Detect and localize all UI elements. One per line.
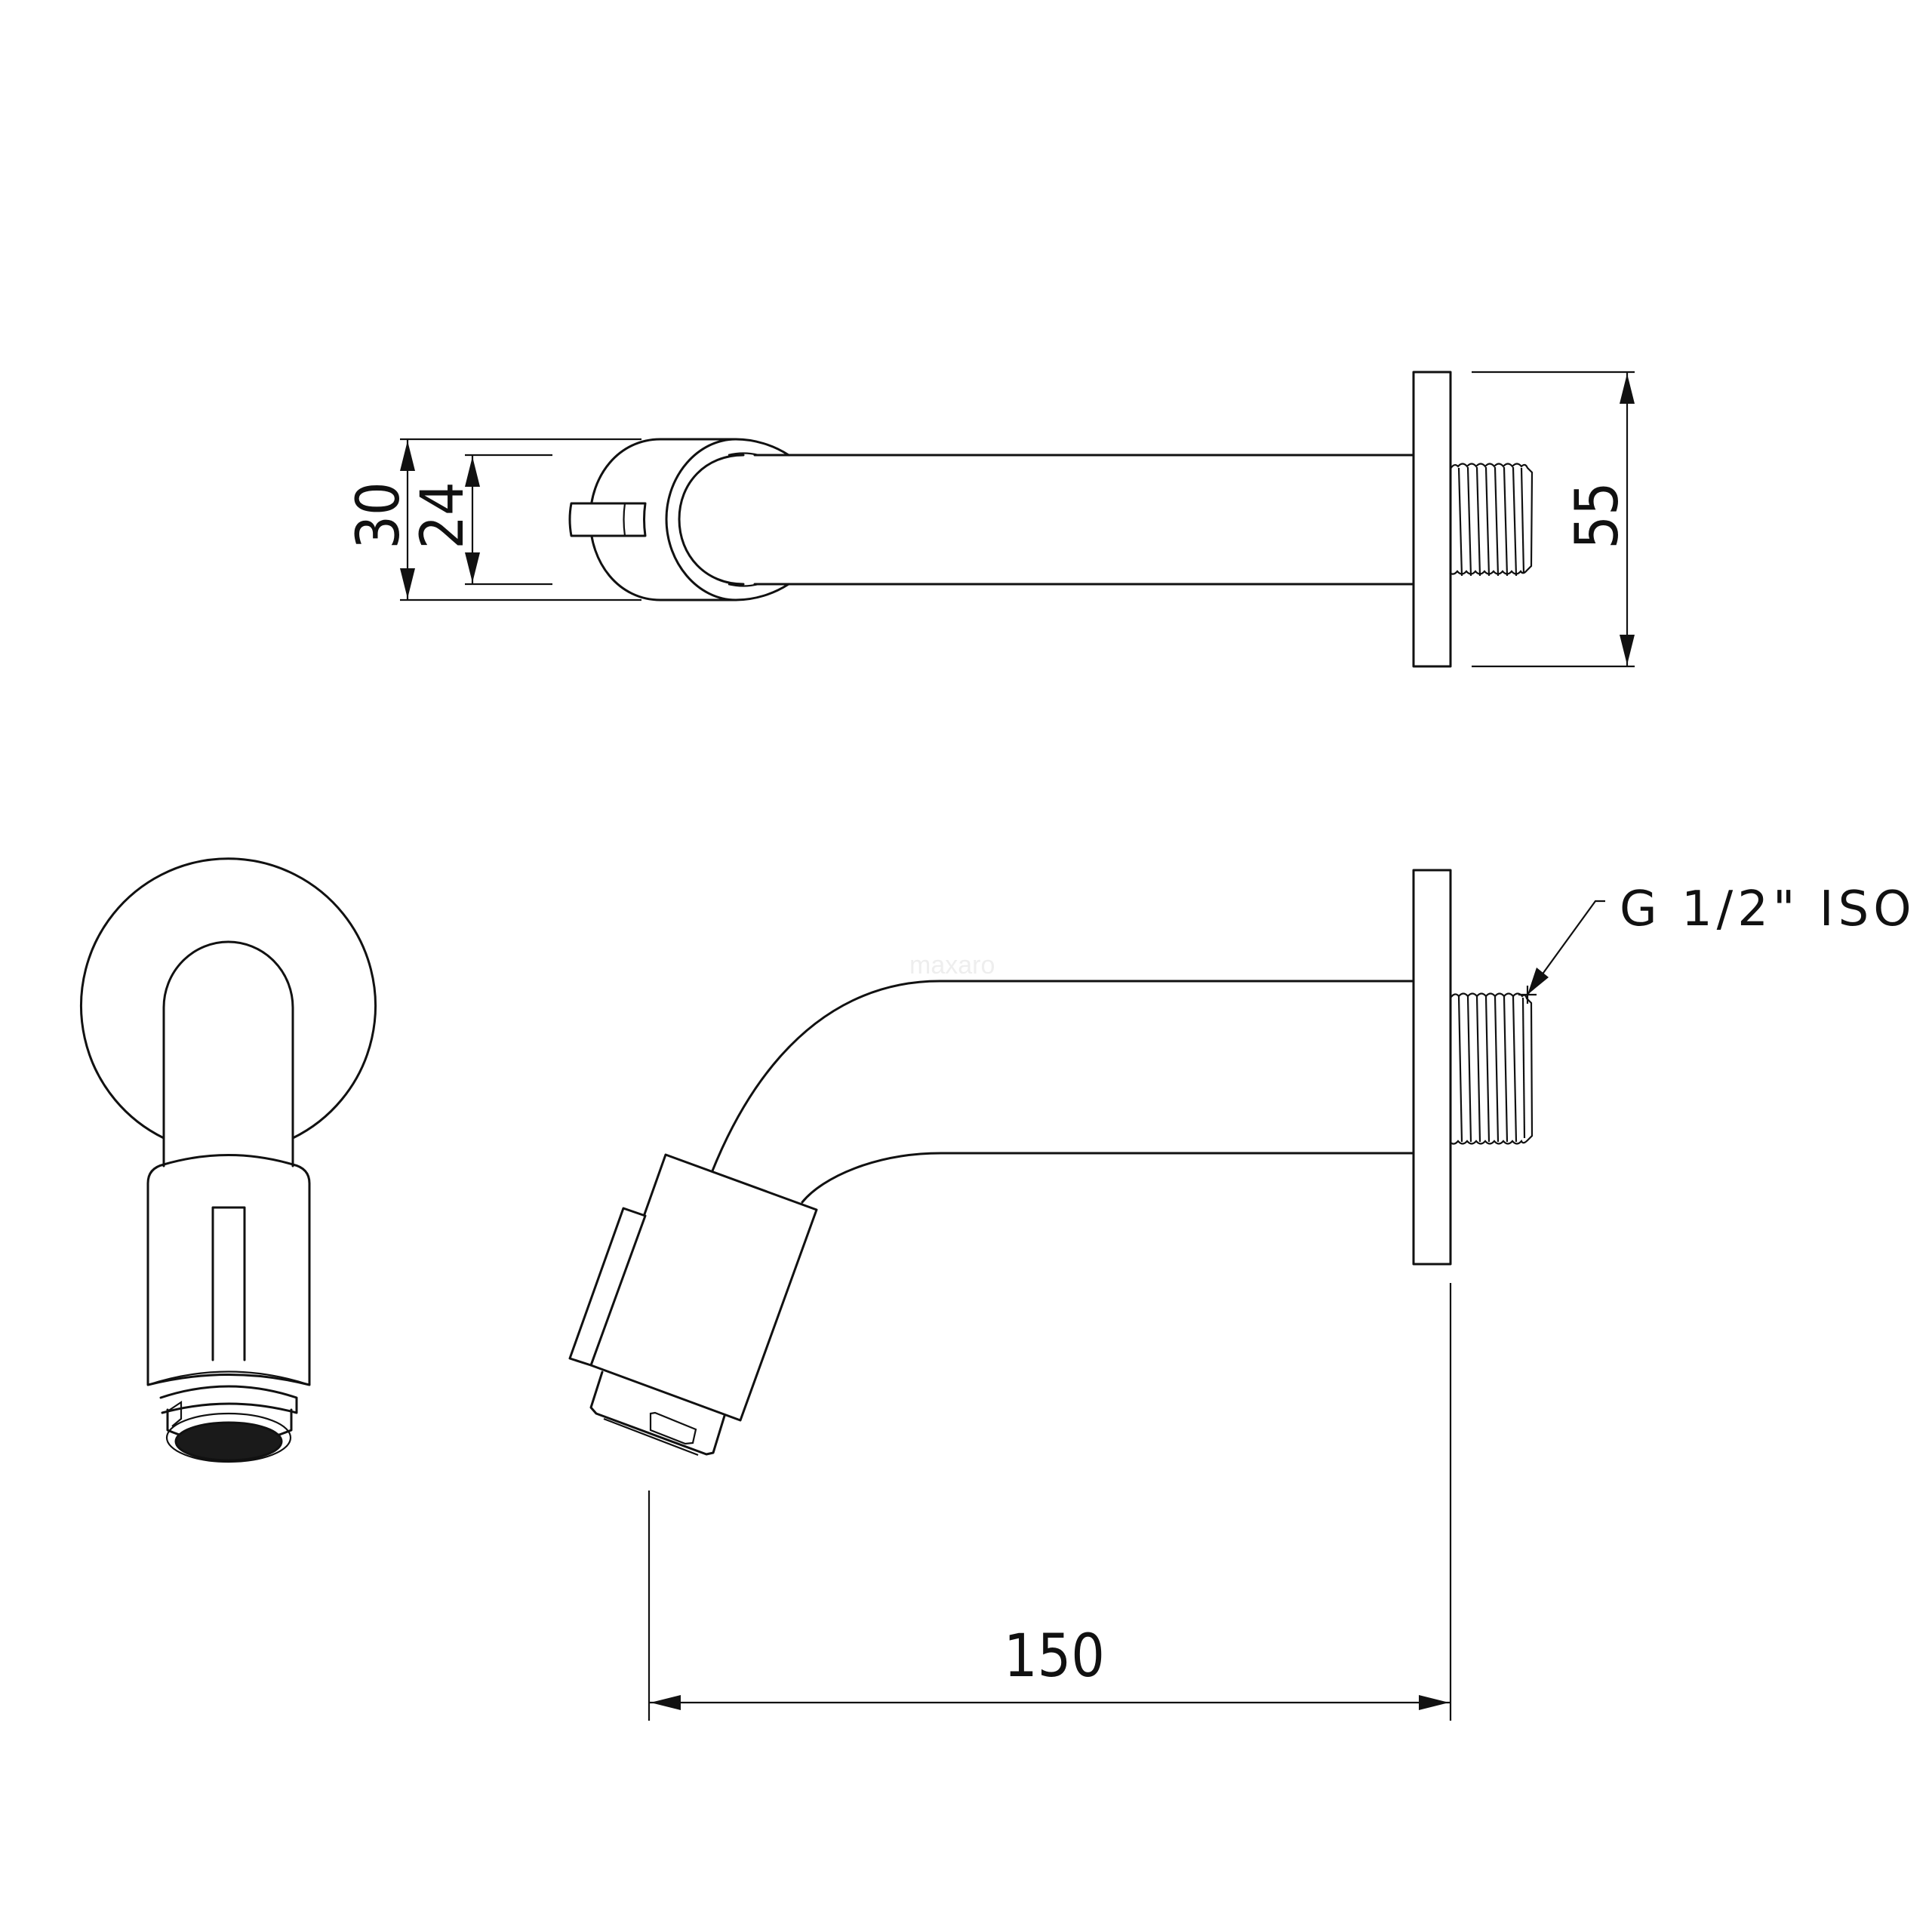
dimension-label-150: 150: [1004, 1623, 1105, 1690]
side-view: G 1/2" ISO 150 maxaro: [568, 869, 1916, 1721]
wall-flange: [1412, 371, 1452, 668]
push-button: [568, 1207, 647, 1367]
dimension-55: 55: [1472, 371, 1635, 668]
head-body-front: [146, 1154, 311, 1386]
thread-spec-label: G 1/2" ISO: [1620, 881, 1916, 937]
front-view: [80, 857, 377, 1463]
dimension-label-24: 24: [409, 481, 477, 549]
dimension-label-55: 55: [1564, 481, 1632, 549]
dimension-150: 150: [648, 1283, 1452, 1721]
watermark: maxaro: [909, 951, 995, 980]
ring-inner-arc: [678, 454, 745, 586]
aerator-mesh: [174, 1421, 283, 1462]
wall-rosette: [80, 857, 377, 1140]
top-view: 30 24 55: [345, 371, 1635, 668]
dimension-24: 24: [409, 454, 552, 586]
aerator-ring: [159, 1385, 298, 1414]
thread-annotation: G 1/2" ISO: [1518, 881, 1916, 1004]
thread-connection: [1450, 992, 1534, 1145]
ring-outer-arc: [665, 438, 737, 601]
dimension-label-30: 30: [345, 481, 413, 549]
spout-inner-curve: [801, 1152, 1415, 1204]
wall-flange-side: [1412, 869, 1452, 1266]
button-nub: [568, 502, 647, 537]
thread-connection-top: [1449, 463, 1534, 577]
dimension-30: 30: [345, 438, 641, 601]
spout-pipe-front: [162, 940, 294, 1168]
body-slot: [211, 1206, 246, 1361]
